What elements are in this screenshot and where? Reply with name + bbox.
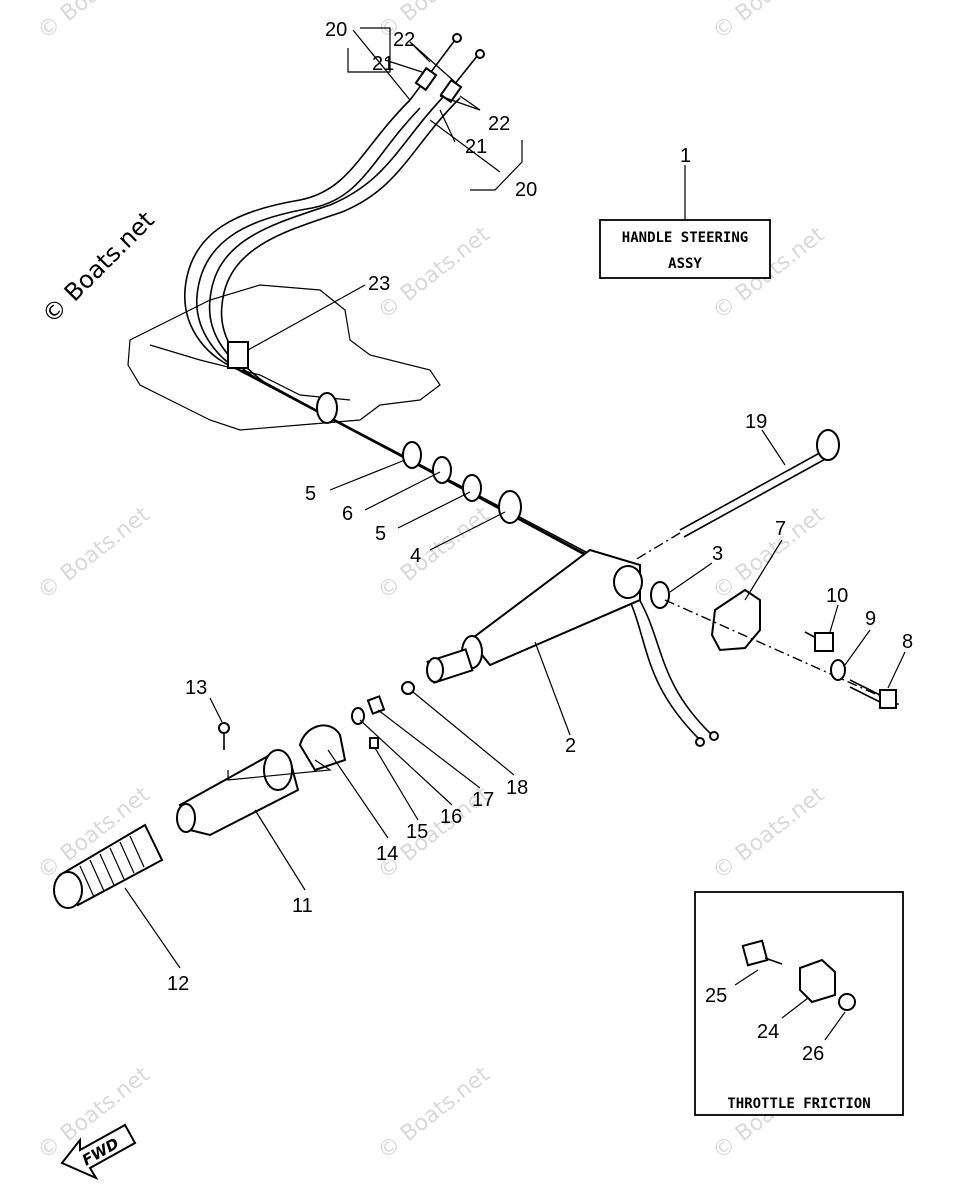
callout-1: 1 xyxy=(680,145,691,167)
callout-22-top: 22 xyxy=(393,29,415,51)
callout-25: 25 xyxy=(705,985,727,1007)
callout-10: 10 xyxy=(826,585,848,607)
throttle-friction-inset: 25 24 26 THROTTLE FRICTION xyxy=(694,891,904,1116)
callout-20-top: 20 xyxy=(325,19,347,41)
callout-22-bottom: 22 xyxy=(488,113,510,135)
callout-3: 3 xyxy=(712,543,723,565)
callout-5-lower: 5 xyxy=(375,523,386,545)
callout-numbers: 1 20 22 21 22 21 20 23 5 6 5 4 3 7 19 10… xyxy=(167,19,913,995)
watermark: © Boats.net xyxy=(373,0,494,45)
watermark: © Boats.net xyxy=(708,782,829,885)
callout-4: 4 xyxy=(410,545,421,567)
callout-20-bottom: 20 xyxy=(515,179,537,201)
callout-11: 11 xyxy=(292,895,313,917)
callout-26: 26 xyxy=(802,1043,824,1065)
friction-label: THROTTLE FRICTION xyxy=(727,1096,870,1112)
part-18 xyxy=(401,681,415,695)
friction-nut-26 xyxy=(838,993,856,1011)
watermark-dark: © Boats.net xyxy=(36,206,159,329)
callout-17: 17 xyxy=(472,789,494,811)
assy-label-line2: ASSY xyxy=(668,256,702,272)
washer-16 xyxy=(351,707,365,725)
callout-5-upper: 5 xyxy=(305,483,316,505)
watermark: © Boats.net xyxy=(33,0,154,45)
bolt-8 xyxy=(849,679,897,709)
engine-outline-inner xyxy=(149,344,351,401)
washer-9 xyxy=(830,659,846,681)
watermark: © Boats.net xyxy=(373,1062,494,1165)
assy-label-line1: HANDLE STEERING xyxy=(622,230,748,246)
leader-lines xyxy=(124,27,906,969)
spring-17 xyxy=(366,695,386,715)
callout-13: 13 xyxy=(185,677,207,699)
callout-12: 12 xyxy=(167,973,189,995)
watermark: © Boats.net xyxy=(708,502,829,605)
callout-23: 23 xyxy=(368,273,390,295)
friction-bolt-25 xyxy=(741,939,769,967)
callout-15: 15 xyxy=(406,821,428,843)
callout-8: 8 xyxy=(902,631,913,653)
callout-7: 7 xyxy=(775,518,786,540)
grommets xyxy=(316,392,522,524)
screw-13 xyxy=(218,722,230,750)
washer-3 xyxy=(650,581,670,609)
centerline xyxy=(664,599,901,706)
callout-16: 16 xyxy=(440,806,462,828)
watermark: © Boats.net xyxy=(708,0,829,45)
callout-2: 2 xyxy=(565,735,576,757)
steering-arm xyxy=(426,548,643,684)
engine-outline xyxy=(127,284,441,431)
watermark: © Boats.net xyxy=(373,502,494,605)
cable-clamp-23 xyxy=(227,341,249,369)
callout-6: 6 xyxy=(342,503,353,525)
callout-21-bottom: 21 xyxy=(465,136,487,158)
callout-9: 9 xyxy=(865,608,876,630)
handle-steering-assy-label-box: HANDLE STEERING ASSY xyxy=(599,219,771,279)
screw-15 xyxy=(369,737,379,749)
callout-18: 18 xyxy=(506,777,528,799)
friction-block-24 xyxy=(799,958,836,1004)
grip-12 xyxy=(53,823,164,909)
bolt-19 xyxy=(634,429,840,561)
watermark: © Boats.net xyxy=(373,222,494,325)
callout-24: 24 xyxy=(757,1021,779,1043)
callout-14: 14 xyxy=(376,843,398,865)
bolt-10 xyxy=(804,631,834,652)
throttle-cables xyxy=(184,33,719,747)
callout-21-top: 21 xyxy=(372,53,394,75)
callout-19: 19 xyxy=(745,411,767,433)
watermark: © Boats.net xyxy=(33,502,154,605)
